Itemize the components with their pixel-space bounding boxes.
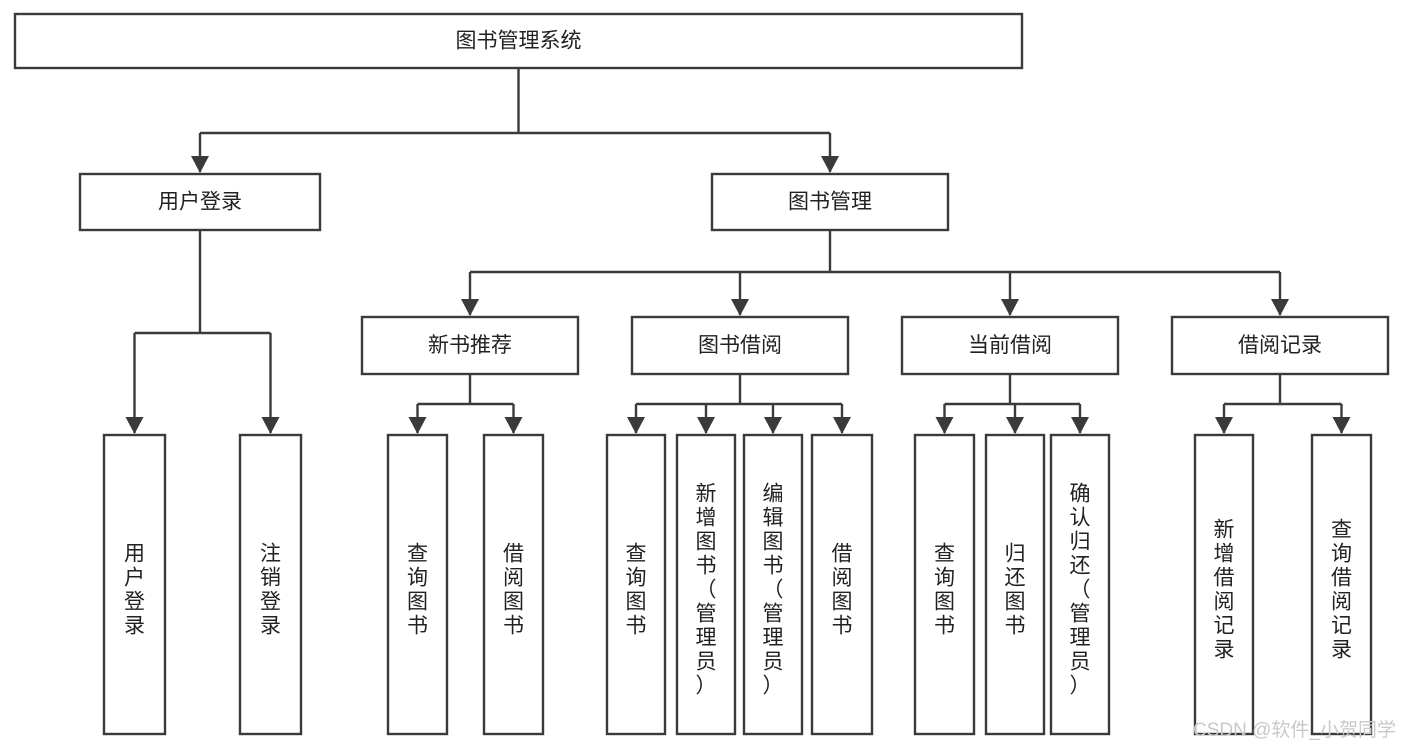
node-leaf-2-label: 查询图书: [407, 542, 428, 637]
node-leaf-5-rect[interactable]: [675, 433, 737, 736]
node-level2-0-label: 新书推荐: [428, 334, 512, 357]
node-leaf-9[interactable]: 归还图书: [984, 433, 1046, 736]
node-level2-1[interactable]: 图书借阅: [630, 315, 850, 376]
node-leaf-3[interactable]: 借阅图书: [482, 433, 545, 736]
node-leaf-7[interactable]: 借阅图书: [810, 433, 874, 736]
arrowhead-current-borrow-1: [1006, 417, 1024, 434]
node-level2-2-rect[interactable]: [900, 315, 1120, 376]
node-leaf-11-rect[interactable]: [1193, 433, 1255, 736]
node-leaf-7-label: 借阅图书: [832, 542, 853, 637]
node-leaf-6-rect[interactable]: [742, 433, 804, 736]
arrowhead-user-login-0: [125, 417, 144, 434]
node-leaf-0[interactable]: 用户登录: [102, 433, 167, 736]
node-leaf-8-rect[interactable]: [913, 433, 976, 736]
node-leaf-10-label: 确认归还（管理员）: [1070, 482, 1091, 697]
arrowhead-current-borrow-2: [1071, 417, 1089, 434]
node-leaf-1-label: 注销登录: [260, 542, 281, 637]
node-level1-user-login-rect[interactable]: [78, 172, 322, 232]
arrowhead-level2-0: [461, 299, 479, 316]
node-leaf-12-rect[interactable]: [1310, 433, 1373, 736]
arrowhead-book-borrow-1: [697, 417, 715, 434]
node-level2-1-rect[interactable]: [630, 315, 850, 376]
node-leaf-3-rect[interactable]: [482, 433, 545, 736]
arrowhead-level1-1: [821, 156, 839, 173]
arrowhead-level2-2: [1001, 299, 1019, 316]
node-root-book-management-system-label: 图书管理系统: [456, 30, 582, 53]
node-level1-book-management-rect[interactable]: [710, 172, 950, 232]
node-leaf-10[interactable]: 确认归还（管理员）: [1049, 433, 1111, 736]
node-leaf-9-rect[interactable]: [984, 433, 1046, 736]
arrowhead-level2-3: [1271, 299, 1289, 316]
arrowhead-borrow-record-1: [1332, 417, 1351, 434]
node-leaf-4[interactable]: 查询图书: [605, 433, 667, 736]
node-leaf-1-rect[interactable]: [238, 433, 303, 736]
node-leaf-4-rect[interactable]: [605, 433, 667, 736]
arrowhead-new-book-1: [504, 417, 523, 434]
node-level2-2[interactable]: 当前借阅: [900, 315, 1120, 376]
node-level2-1-label: 图书借阅: [698, 334, 782, 357]
arrowhead-user-login-1: [261, 417, 280, 434]
node-root-book-management-system[interactable]: 图书管理系统: [13, 12, 1024, 70]
node-level1-book-management-label: 图书管理: [788, 191, 872, 214]
arrowhead-level2-1: [731, 299, 749, 316]
node-level2-3-label: 借阅记录: [1238, 334, 1322, 357]
node-leaf-1[interactable]: 注销登录: [238, 433, 303, 736]
node-leaf-3-label: 借阅图书: [503, 542, 524, 637]
node-leaf-9-label: 归还图书: [1005, 542, 1026, 637]
node-leaf-12-label: 查询借阅记录: [1331, 518, 1352, 661]
node-leaf-7-rect[interactable]: [810, 433, 874, 736]
arrowhead-book-borrow-2: [764, 417, 782, 434]
node-leaf-2-rect[interactable]: [386, 433, 449, 736]
node-leaf-11[interactable]: 新增借阅记录: [1193, 433, 1255, 736]
node-leaf-11-label: 新增借阅记录: [1214, 518, 1235, 661]
node-level2-0-rect[interactable]: [360, 315, 580, 376]
node-level2-2-label: 当前借阅: [968, 334, 1052, 357]
node-level2-3-rect[interactable]: [1170, 315, 1390, 376]
node-level1-book-management[interactable]: 图书管理: [710, 172, 950, 232]
node-leaf-5-label: 新增图书（管理员）: [696, 482, 717, 697]
arrowhead-borrow-record-0: [1215, 417, 1233, 434]
node-leaf-12[interactable]: 查询借阅记录: [1310, 433, 1373, 736]
nodes-layer: 图书管理系统用户登录图书管理新书推荐图书借阅当前借阅借阅记录用户登录注销登录查询…: [13, 12, 1390, 736]
node-leaf-5[interactable]: 新增图书（管理员）: [675, 433, 737, 736]
node-leaf-6[interactable]: 编辑图书（管理员）: [742, 433, 804, 736]
node-leaf-4-label: 查询图书: [626, 542, 647, 637]
node-level1-user-login-label: 用户登录: [158, 191, 242, 214]
node-level2-0[interactable]: 新书推荐: [360, 315, 580, 376]
node-leaf-0-rect[interactable]: [102, 433, 167, 736]
node-leaf-6-label: 编辑图书（管理员）: [763, 482, 784, 697]
node-leaf-2[interactable]: 查询图书: [386, 433, 449, 736]
node-leaf-8-label: 查询图书: [934, 542, 955, 637]
node-level1-user-login[interactable]: 用户登录: [78, 172, 322, 232]
csdn-watermark: CSDN @软件_小贺同学: [1193, 719, 1396, 741]
node-leaf-8[interactable]: 查询图书: [913, 433, 976, 736]
arrowhead-current-borrow-0: [935, 417, 954, 434]
node-level2-3[interactable]: 借阅记录: [1170, 315, 1390, 376]
node-leaf-0-label: 用户登录: [124, 542, 145, 637]
arrowhead-level1-0: [191, 156, 209, 173]
arrowhead-book-borrow-3: [833, 417, 851, 434]
arrowhead-book-borrow-0: [627, 417, 645, 434]
connectors-layer: [125, 68, 1351, 434]
arrowhead-new-book-0: [408, 417, 427, 434]
node-root-book-management-system-rect[interactable]: [13, 12, 1024, 70]
node-leaf-10-rect[interactable]: [1049, 433, 1111, 736]
